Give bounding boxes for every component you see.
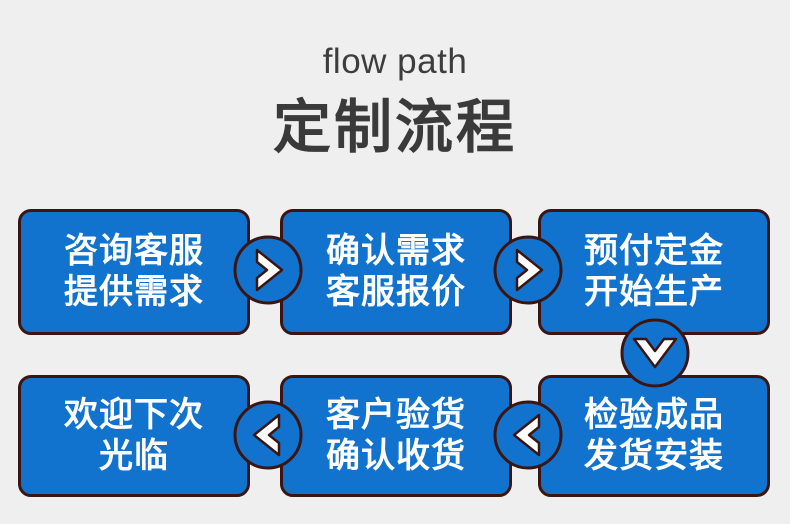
flow-node-line-1: 咨询客服	[64, 232, 204, 270]
chevron-right-circle-icon	[492, 234, 564, 306]
chevron-left-circle-icon	[492, 399, 564, 471]
flow-node-step-2[interactable]: 确认需求 客服报价	[280, 209, 512, 335]
flow-node-step-3[interactable]: 预付定金 开始生产	[538, 209, 770, 335]
flow-node-line-1: 确认需求	[326, 232, 466, 270]
flow-node-line-2: 确认收货	[326, 437, 466, 475]
flow-node-line-2: 提供需求	[64, 273, 204, 311]
flow-node-line-1: 客户验货	[326, 396, 466, 434]
flow-node-line-1: 欢迎下次	[64, 396, 204, 434]
flow-node-line-2: 光临	[99, 437, 169, 475]
page-title-chinese: 定制流程	[272, 95, 517, 160]
page-title-english: flow path	[322, 42, 468, 81]
flow-node-line-2: 客服报价	[326, 273, 466, 311]
chevron-right-circle-icon	[232, 234, 304, 306]
flow-node-line-1: 预付定金	[584, 232, 724, 270]
flow-node-step-5[interactable]: 客户验货 确认收货	[280, 375, 512, 497]
flow-node-step-1[interactable]: 咨询客服 提供需求	[18, 209, 250, 335]
flow-node-step-6[interactable]: 欢迎下次 光临	[18, 375, 250, 497]
flow-node-line-2: 开始生产	[584, 273, 724, 311]
chevron-left-circle-icon	[232, 399, 304, 471]
flow-node-line-2: 发货安装	[584, 437, 724, 475]
flow-node-step-4[interactable]: 检验成品 发货安装	[538, 375, 770, 497]
chevron-down-circle-icon	[619, 317, 691, 389]
flow-node-line-1: 检验成品	[584, 396, 724, 434]
